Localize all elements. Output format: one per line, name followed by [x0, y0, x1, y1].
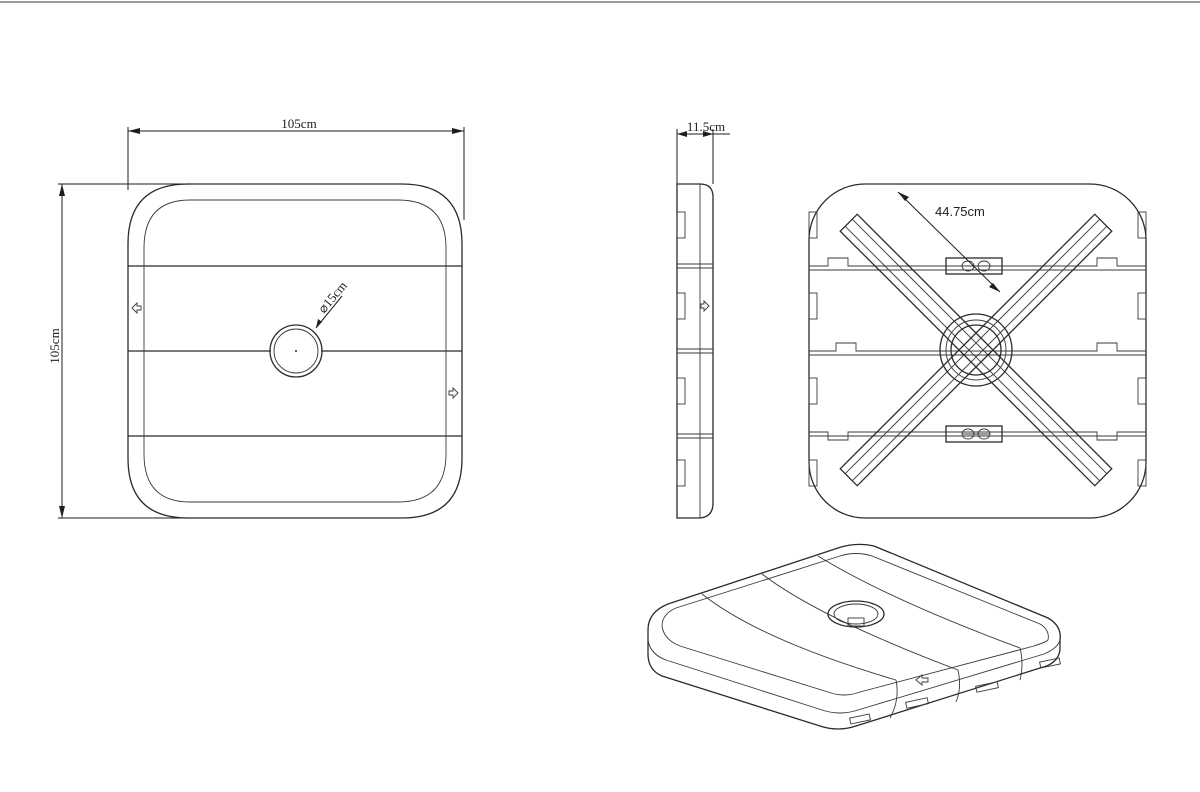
isometric-view — [647, 543, 1061, 730]
top-view: ⌀15cm — [127, 183, 463, 519]
iso-seg-line — [761, 573, 959, 671]
cross-frame — [839, 213, 1113, 487]
bottom-slot — [808, 459, 818, 487]
iso-hole-inner — [833, 603, 879, 625]
cross-arm — [839, 213, 1113, 487]
bottom-view: 44.75cm — [808, 183, 1147, 519]
iso-side-break — [1019, 647, 1023, 681]
clamp-body — [945, 257, 1003, 275]
iso-slot — [1039, 657, 1061, 669]
arrowhead — [59, 184, 65, 196]
bottom-seg-line — [809, 342, 1146, 352]
top-view-upper-segment — [127, 183, 463, 266]
thickness-dimension: 11.5cm — [676, 119, 730, 184]
side-slot — [676, 292, 686, 320]
iso-hole-outer — [827, 600, 885, 628]
hole-center — [295, 350, 297, 352]
bottom-slot — [808, 292, 818, 320]
iso-seg-line — [817, 555, 1021, 649]
cross-arm — [839, 213, 1113, 487]
center-hub-outer — [939, 313, 1013, 387]
hole-diameter-label: ⌀15cm — [315, 278, 350, 316]
iso-rim-top — [661, 553, 1049, 641]
cross-arm-rib — [851, 218, 1108, 475]
bottom-slot — [1137, 377, 1147, 405]
clamp-top — [945, 257, 1003, 275]
arrowhead — [898, 192, 909, 201]
side-slot — [676, 377, 686, 405]
arrowhead — [989, 283, 1000, 292]
center-hub-ring — [945, 319, 1007, 381]
arrowhead — [128, 128, 140, 134]
iso-side-break — [955, 669, 961, 703]
arrow-icon — [448, 386, 459, 400]
arrowhead — [703, 131, 713, 137]
top-view-lower-segment — [127, 436, 463, 519]
height-dimension: 105cm — [47, 183, 190, 519]
arrow-icon — [915, 674, 929, 686]
cross-arm-rib — [844, 218, 1101, 475]
bottom-slot — [1137, 459, 1147, 487]
umbrella-hole-outer — [269, 324, 323, 378]
cross-arm-rib — [844, 225, 1101, 482]
cross-arm-rib — [851, 225, 1108, 482]
leader-arrowhead — [316, 319, 322, 328]
iso-side-break — [889, 679, 898, 719]
side-view-outline — [676, 183, 714, 519]
clamp-body — [945, 425, 1003, 443]
side-slot — [676, 459, 686, 487]
width-label: 105cm — [281, 116, 316, 131]
bottom-slot — [1137, 292, 1147, 320]
iso-outline — [647, 543, 1061, 730]
arrow-icon — [131, 301, 142, 315]
thickness-label: 11.5cm — [687, 119, 725, 134]
side-slot — [676, 211, 686, 239]
height-label: 105cm — [47, 328, 62, 363]
iso-slot — [975, 681, 999, 693]
arrowhead — [677, 131, 687, 137]
arrowhead — [452, 128, 464, 134]
bottom-slot — [808, 377, 818, 405]
clamp-bottom — [945, 425, 1003, 443]
umbrella-hole-inner — [273, 328, 319, 374]
iso-edge — [647, 639, 1061, 714]
arm-length-label: 44.75cm — [935, 204, 985, 219]
iso-slot — [905, 697, 929, 709]
bottom-seg-line — [809, 257, 1146, 267]
arrow-icon — [700, 299, 710, 313]
width-dimension: 105cm — [127, 116, 465, 220]
top-view-lower-inner — [143, 436, 447, 503]
bottom-slot — [808, 211, 818, 239]
iso-rim-front — [661, 625, 1049, 696]
center-hub-hole — [950, 324, 1002, 376]
bottom-slot — [1137, 211, 1147, 239]
iso-seg-line — [701, 593, 897, 681]
top-view-upper-inner — [143, 199, 447, 266]
iso-slot — [849, 713, 871, 725]
iso-hole-insert — [847, 617, 865, 627]
arm-dim-line — [897, 191, 1001, 293]
side-view — [676, 183, 714, 519]
arrowhead — [59, 506, 65, 518]
